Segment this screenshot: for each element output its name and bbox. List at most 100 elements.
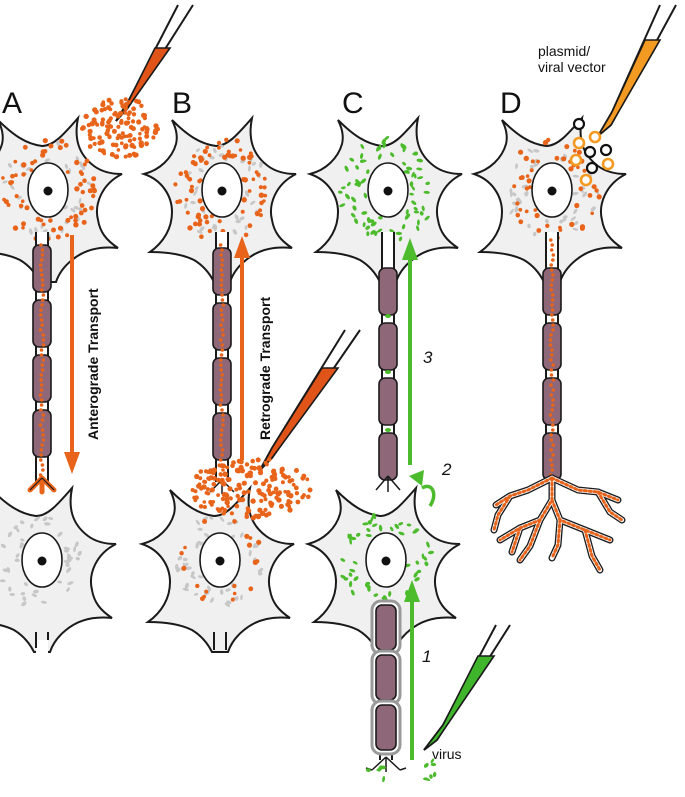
tracer-particle	[39, 268, 43, 272]
tracer-particle	[551, 258, 555, 262]
tracer-particle	[550, 298, 555, 302]
organelle	[355, 532, 361, 537]
nucleus	[27, 162, 69, 218]
organelle	[8, 586, 12, 592]
tracer-particle	[549, 448, 553, 452]
tracer-particle	[533, 208, 538, 212]
organelle	[376, 228, 383, 233]
tracer-particle	[39, 388, 44, 392]
tracer-particle	[220, 453, 224, 457]
tracer-particle	[294, 468, 299, 473]
tracer-particle	[264, 462, 269, 467]
tracer-particle	[262, 185, 267, 190]
tracer-particle	[178, 171, 184, 176]
tracer-particle	[550, 278, 555, 282]
tracer-particle	[215, 477, 221, 483]
organelle	[355, 165, 360, 170]
tracer-particle	[549, 268, 554, 272]
tracer-particle	[142, 116, 147, 121]
tracer-particle	[551, 273, 555, 277]
organelle	[196, 540, 202, 545]
organelle	[79, 161, 83, 168]
tracer-particle	[247, 189, 252, 193]
organelle	[64, 163, 69, 170]
organelle	[184, 202, 188, 209]
tracer-particle	[278, 503, 284, 509]
tracer-particle	[550, 468, 555, 472]
tracer-particle	[196, 212, 202, 218]
tracer-particle	[80, 126, 85, 131]
organelle	[354, 218, 359, 224]
tracer-particle	[184, 197, 189, 202]
tracer-particle	[211, 481, 217, 487]
tracer-particle	[40, 253, 45, 257]
organelle	[349, 538, 352, 545]
tracer-particle	[22, 144, 28, 150]
tracer-particle	[249, 154, 254, 159]
organelle	[384, 135, 390, 141]
tracer-particle	[39, 458, 43, 462]
tracer-particle	[83, 113, 89, 120]
tracer-particle	[294, 491, 300, 496]
tracer-particle	[234, 138, 240, 144]
tracer-particle	[548, 413, 553, 417]
tracer-particle	[550, 418, 555, 422]
tracer-particle	[548, 343, 553, 347]
tracer-particle	[582, 168, 587, 173]
axon-terminal-arbor	[490, 474, 626, 574]
tracer-particle	[92, 141, 97, 146]
tracer-particle	[109, 124, 114, 129]
tracer-particle	[523, 155, 529, 162]
organelle	[212, 147, 217, 154]
tracer-particle	[131, 112, 137, 117]
organelle	[404, 169, 410, 174]
organelle	[398, 531, 405, 536]
organelle	[199, 226, 205, 232]
tracer-particle	[220, 273, 224, 277]
tracer-particle	[551, 398, 555, 402]
organelle	[81, 165, 86, 171]
tracer-particle	[293, 485, 299, 491]
tracer-particle	[198, 469, 204, 474]
lower-neuron	[0, 487, 117, 660]
tracer-particle	[238, 459, 244, 465]
tracer-particle	[240, 155, 246, 161]
tracer-particle	[529, 168, 534, 173]
tracer-particle	[39, 243, 43, 247]
tracer-particle	[300, 495, 305, 500]
tracer-particle	[551, 328, 555, 332]
organelle	[378, 216, 383, 220]
tracer-particle	[73, 222, 79, 228]
tracer-particle	[216, 140, 222, 145]
tracer-particle	[197, 179, 202, 184]
tracer-particle	[39, 348, 44, 352]
tracer-particle	[63, 142, 69, 148]
tracer-particle	[13, 159, 18, 164]
organelle	[73, 205, 79, 210]
tracer-particle	[87, 128, 93, 134]
organelle	[413, 173, 417, 179]
tracer-particle	[187, 177, 193, 182]
tracer-particle	[524, 186, 530, 191]
tracer-particle	[220, 408, 224, 412]
organelle	[572, 227, 579, 231]
organelle	[362, 522, 369, 526]
tracer-particle	[220, 496, 225, 502]
organelle	[401, 224, 406, 230]
organelle	[0, 543, 7, 549]
tracer-particle	[39, 398, 44, 402]
arrow-label: Anterograde Transport	[85, 288, 101, 440]
organelle	[365, 768, 371, 772]
tracer-particle	[218, 388, 223, 392]
upper-neuron	[309, 117, 463, 492]
organelle	[209, 155, 215, 160]
tracer-particle	[549, 433, 553, 437]
organelle	[360, 159, 367, 163]
organelle	[512, 192, 517, 197]
organelle	[257, 571, 263, 576]
tracer-particle	[82, 162, 87, 167]
organelle	[9, 592, 15, 597]
organelle	[377, 153, 382, 160]
organelle	[66, 587, 70, 592]
tracer-particle	[205, 145, 210, 150]
